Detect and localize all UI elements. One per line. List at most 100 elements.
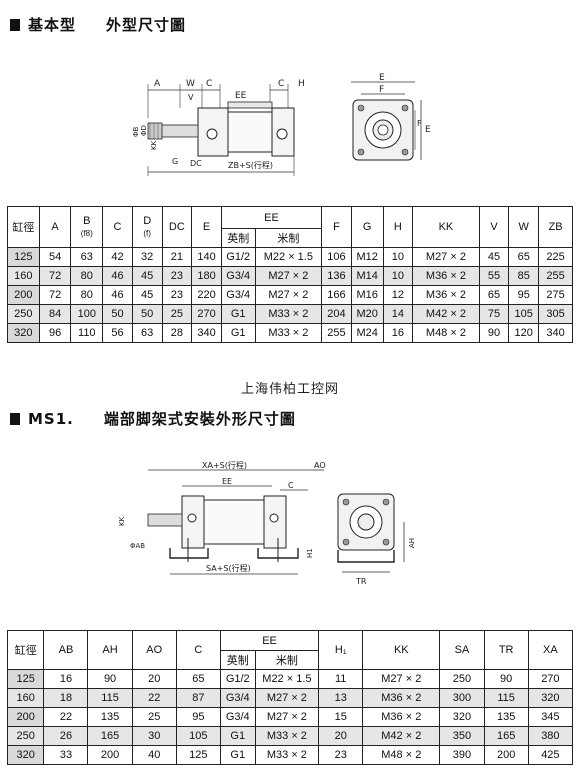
table-cell: 200 <box>483 745 529 765</box>
dim-phiB-label: ΦB <box>132 126 140 137</box>
dim-TR-label: TR <box>355 577 367 586</box>
table-cell: 115 <box>87 688 133 708</box>
table-cell: G1/2 <box>219 669 256 689</box>
col2-C: C <box>175 630 221 670</box>
dim-C-label: C <box>206 79 212 89</box>
table-cell: 65 <box>478 285 510 305</box>
table-cell: M36 × 2 <box>412 266 480 286</box>
table-cell: 200 <box>7 285 40 305</box>
dim-V-label: V <box>188 93 194 102</box>
table-cell: 30 <box>131 726 177 746</box>
dim-EE-label: EE <box>235 91 247 101</box>
table-cell: 106 <box>321 247 352 267</box>
section2-title-part1: MS1. <box>28 409 74 428</box>
table-cell: 23 <box>161 266 193 286</box>
foot-mount-end-view: AH TR <box>332 488 422 588</box>
table-cell: 23 <box>318 745 364 765</box>
table-cell: 105 <box>175 726 221 746</box>
col-B: B(f8) <box>70 206 104 248</box>
col2-AO: AO <box>131 630 177 670</box>
bullet-square-icon <box>10 18 20 31</box>
table-cell: M33 × 2 <box>254 726 320 746</box>
col-EE-imperial: 英制 <box>220 228 256 248</box>
col-bore: 缸徑 <box>7 206 40 248</box>
col2-AH: AH <box>87 630 133 670</box>
table-cell: 200 <box>87 745 133 765</box>
dim-C3-label: C <box>288 481 294 490</box>
table-cell: M27 × 2 <box>254 285 323 305</box>
table-cell: 390 <box>439 745 485 765</box>
col2-KK: KK <box>362 630 441 670</box>
table-cell: 204 <box>321 304 352 324</box>
dim-KK2-label: KK <box>118 516 126 526</box>
table-cell: 125 <box>7 247 40 267</box>
table-cell: M22 × 1.5 <box>254 247 323 267</box>
bullet-square-icon <box>10 412 20 425</box>
table-cell: 105 <box>508 304 540 324</box>
table-cell: 85 <box>508 266 540 286</box>
table-cell: 16 <box>43 669 89 689</box>
table-cell: 180 <box>191 266 222 286</box>
table-cell: 90 <box>483 669 529 689</box>
table-cell: 75 <box>478 304 510 324</box>
col2-XA: XA <box>527 630 574 670</box>
dim-DC-label: DC <box>190 159 202 168</box>
table-cell: 200 <box>6 707 45 727</box>
table-cell: G3/4 <box>220 285 256 305</box>
col2-EE-metric: 米制 <box>254 650 320 670</box>
section2-title: MS1. 端部脚架式安裝外形尺寸圖 <box>10 408 296 429</box>
table-cell: M14 <box>350 266 384 286</box>
table-cell: G3/4 <box>219 707 256 727</box>
end-dim-F2-label: F <box>417 119 422 128</box>
table-cell: 305 <box>538 304 573 324</box>
table-cell: 250 <box>7 304 40 324</box>
table-cell: M33 × 2 <box>254 745 320 765</box>
table-cell: 135 <box>87 707 133 727</box>
table-cell: 87 <box>175 688 221 708</box>
dim-XA-label: XA+S(行程) <box>202 460 247 470</box>
col-D: D(f) <box>131 206 163 248</box>
table-cell: M42 × 2 <box>412 304 480 324</box>
col2-SA: SA <box>439 630 485 670</box>
table-cell: 275 <box>538 285 573 305</box>
table-cell: 55 <box>478 266 510 286</box>
col-KK: KK <box>412 206 480 248</box>
table-cell: 65 <box>175 669 221 689</box>
col-ZB: ZB <box>538 206 573 248</box>
table-cell: 125 <box>6 669 45 689</box>
table-cell: M12 <box>350 247 384 267</box>
table-cell: 320 <box>527 688 574 708</box>
table-cell: M27 × 2 <box>254 266 323 286</box>
table-cell: 300 <box>439 688 485 708</box>
table-cell: 165 <box>87 726 133 746</box>
table-cell: M16 <box>350 285 384 305</box>
dim-H-label: H <box>298 79 305 89</box>
table-cell: 340 <box>191 323 222 343</box>
table-cell: 72 <box>38 285 72 305</box>
dim-phiAB-label: ΦAB <box>130 542 145 550</box>
col-A: A <box>38 206 72 248</box>
table-cell: 270 <box>527 669 574 689</box>
table-cell: 63 <box>70 247 104 267</box>
table-cell: 22 <box>43 707 89 727</box>
table-cell: M27 × 2 <box>362 669 441 689</box>
table-cell: 340 <box>538 323 573 343</box>
table-cell: 16 <box>382 323 414 343</box>
table-cell: M36 × 2 <box>362 707 441 727</box>
basic-cylinder-end-view: E F E F <box>345 72 435 167</box>
table-cell: 18 <box>43 688 89 708</box>
table-cell: 90 <box>478 323 510 343</box>
dim-phiD-label: ΦD <box>140 125 148 136</box>
table-cell: M27 × 2 <box>412 247 480 267</box>
table-cell: 14 <box>382 304 414 324</box>
table-cell: G1 <box>220 323 256 343</box>
table-cell: 65 <box>508 247 540 267</box>
table-cell: 26 <box>43 726 89 746</box>
table-cell: 72 <box>38 266 72 286</box>
table-cell: 350 <box>439 726 485 746</box>
section2-title-part2: 端部脚架式安裝外形尺寸圖 <box>103 410 296 428</box>
